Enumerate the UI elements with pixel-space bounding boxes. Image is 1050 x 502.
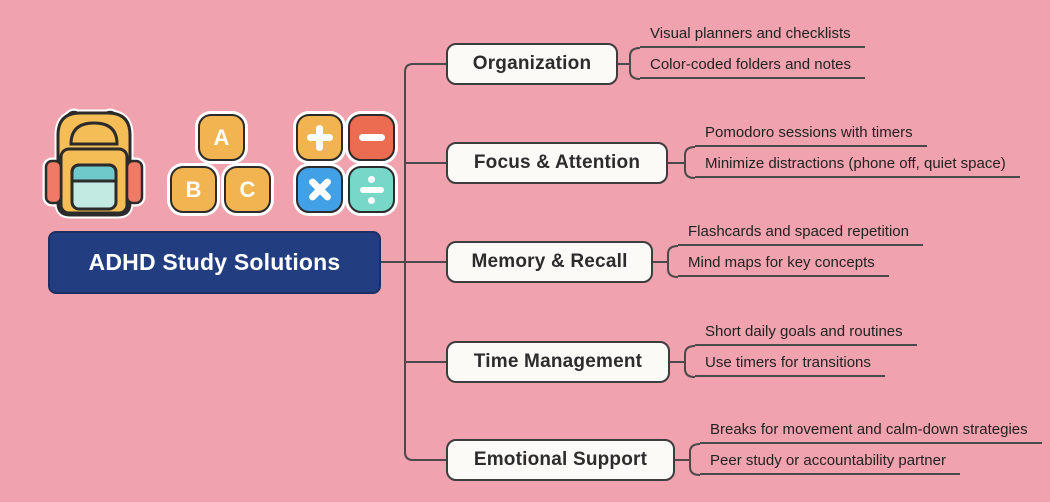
plus-icon [306,124,334,152]
multiply-tile [296,166,343,213]
plus-tile [296,114,343,161]
branch-node-emotional-support[interactable]: Emotional Support [446,439,675,481]
divide-icon [358,175,386,204]
leaf-node[interactable]: Minimize distractions (phone off, quiet … [695,153,1020,178]
leaf-node[interactable]: Mind maps for key concepts [678,252,889,277]
tile-letter: C [239,176,256,202]
leaf-node[interactable]: Color-coded folders and notes [640,54,865,79]
branch-node-time-management[interactable]: Time Management [446,341,670,383]
multiply-icon [306,176,334,204]
leaf-node[interactable]: Visual planners and checklists [640,23,865,48]
tile-letter: B [185,176,202,202]
leaf-node[interactable]: Use timers for transitions [695,352,885,377]
letter-tile-b: B [170,166,217,213]
branch-node-organization[interactable]: Organization [446,43,618,85]
leaf-node[interactable]: Short daily goals and routines [695,321,917,346]
letter-tile-a: A [198,114,245,161]
letter-tile-c: C [224,166,271,213]
tile-letter: A [213,124,230,150]
branch-node-focus-attention[interactable]: Focus & Attention [446,142,668,184]
branch-node-memory-recall[interactable]: Memory & Recall [446,241,653,283]
minus-tile [348,114,395,161]
leaf-node[interactable]: Breaks for movement and calm-down strate… [700,419,1042,444]
minus-icon [358,124,386,152]
leaf-node[interactable]: Pomodoro sessions with timers [695,122,927,147]
root-node[interactable]: ADHD Study Solutions [48,231,381,294]
leaf-node[interactable]: Flashcards and spaced repetition [678,221,923,246]
leaf-node[interactable]: Peer study or accountability partner [700,450,960,475]
divide-tile [348,166,395,213]
backpack-icon [42,108,146,219]
